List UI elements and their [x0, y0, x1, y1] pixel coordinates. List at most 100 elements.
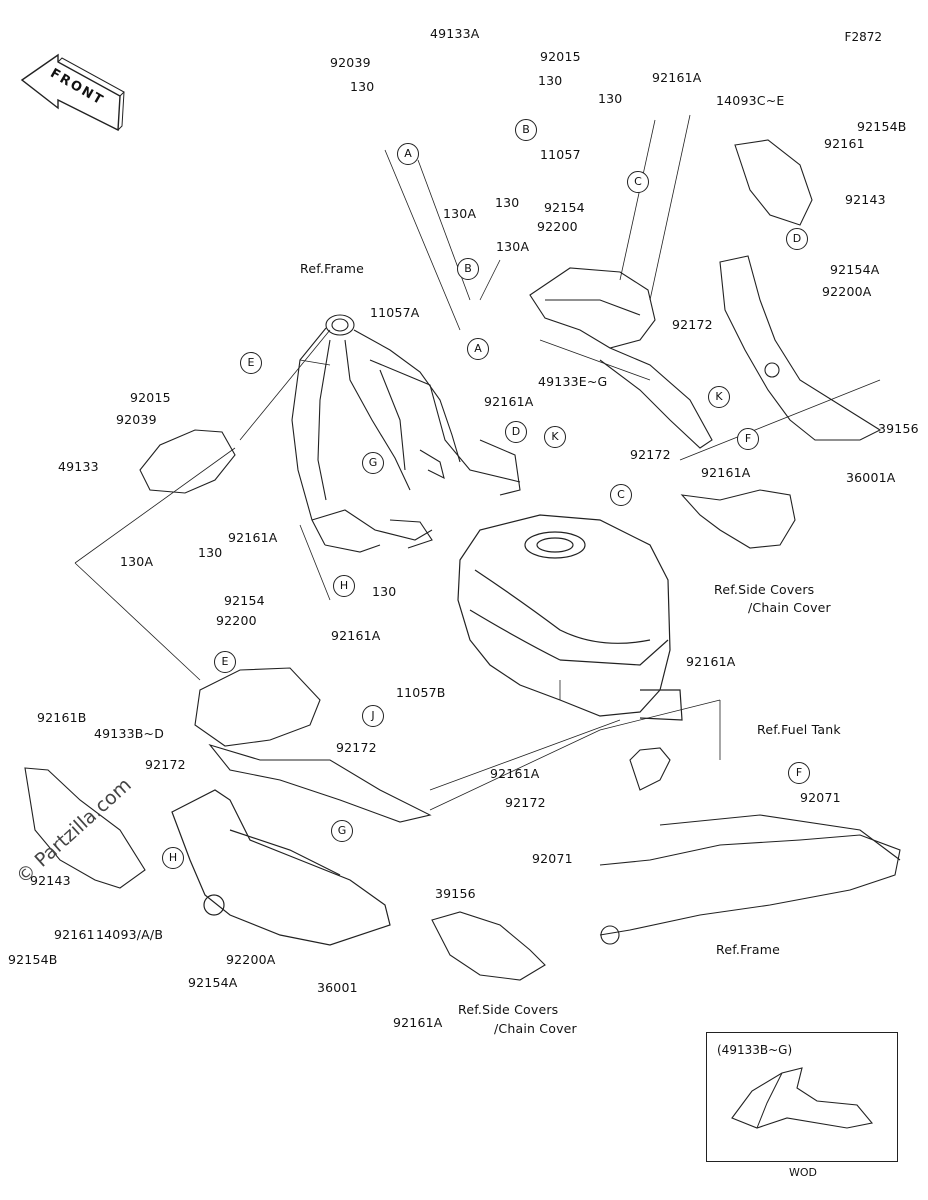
upper-cover-drawing	[529, 267, 713, 449]
part-label: 92154	[224, 593, 265, 608]
part-label: Ref.Side Covers	[714, 582, 815, 597]
callout-letter: F	[788, 762, 810, 784]
part-label: 14093/A/B	[96, 927, 164, 942]
callout-letter: K	[708, 386, 730, 408]
inset-title: (49133B~G)	[717, 1043, 793, 1057]
part-label: 130	[350, 79, 375, 94]
part-label: 92161A	[701, 465, 751, 480]
callout-letter: D	[505, 421, 527, 443]
lower-cowl-drawing	[171, 789, 391, 946]
side-cover-ref-lower-drawing	[431, 911, 546, 981]
part-label: 92172	[630, 447, 671, 462]
part-label: 130	[495, 195, 520, 210]
part-label: 92161B	[37, 710, 87, 725]
part-label: 92161A	[331, 628, 381, 643]
callout-letter: B	[515, 119, 537, 141]
part-label: 11057A	[370, 305, 420, 320]
part-label: 92200	[216, 613, 257, 628]
part-label: 92200A	[226, 952, 276, 967]
part-label: 92071	[532, 851, 573, 866]
part-label: 49133E~G	[538, 374, 608, 389]
part-label: 92172	[336, 740, 377, 755]
part-label: 92161A	[490, 766, 540, 781]
side-piece-upper-drawing	[734, 139, 813, 226]
part-label: /Chain Cover	[494, 1021, 577, 1036]
part-label: 11057B	[396, 685, 446, 700]
callout-letter: C	[627, 171, 649, 193]
callout-letter: F	[737, 428, 759, 450]
part-label: 92200	[537, 219, 578, 234]
side-cover-ref-upper-drawing	[680, 489, 796, 549]
part-label: 11057	[540, 147, 581, 162]
part-label: Ref.Frame	[300, 261, 365, 276]
part-label: 92154B	[8, 952, 58, 967]
callout-letter: A	[397, 143, 419, 165]
part-label: 92161	[54, 927, 95, 942]
rear-frame-drawing	[599, 747, 901, 945]
part-label: 92172	[505, 795, 546, 810]
callout-letter: D	[786, 228, 808, 250]
callout-letter: E	[240, 352, 262, 374]
part-label: 130A	[120, 554, 154, 569]
part-label: 92039	[330, 55, 371, 70]
part-label: 92154A	[830, 262, 880, 277]
front-arrow-icon	[20, 53, 121, 132]
callout-letter: J	[362, 705, 384, 727]
callout-letter: G	[362, 452, 384, 474]
side-piece-lower-drawing	[24, 767, 146, 889]
part-label: 92071	[800, 790, 841, 805]
callout-letter: A	[467, 338, 489, 360]
part-label: 36001	[317, 980, 358, 995]
part-label: 130A	[496, 239, 530, 254]
part-label: 92143	[845, 192, 886, 207]
part-label: 130	[372, 584, 397, 599]
part-label: 39156	[878, 421, 919, 436]
callout-letter: B	[457, 258, 479, 280]
part-label: Ref.Frame	[716, 942, 781, 957]
part-label: 92015	[130, 390, 171, 405]
frame-upper-drawing	[291, 314, 521, 553]
part-label: 92161	[824, 136, 865, 151]
part-label: 39156	[435, 886, 476, 901]
inset-box: (49133B~G)	[706, 1032, 898, 1162]
part-label: 130	[198, 545, 223, 560]
part-label: /Chain Cover	[748, 600, 831, 615]
part-label: 92161A	[686, 654, 736, 669]
part-label: 92200A	[822, 284, 872, 299]
part-label: 36001A	[846, 470, 896, 485]
callout-letter: H	[333, 575, 355, 597]
part-label: 49133	[58, 459, 99, 474]
callout-letter: C	[610, 484, 632, 506]
part-label: 130A	[443, 206, 477, 221]
inset-code: WOD	[789, 1166, 818, 1179]
cover-49133b-drawing	[194, 667, 432, 823]
part-label: 92172	[145, 757, 186, 772]
part-label: 92154A	[188, 975, 238, 990]
part-label: Ref.Side Covers	[458, 1002, 559, 1017]
part-label: 92161A	[484, 394, 534, 409]
part-label: 130	[538, 73, 563, 88]
callout-letter: G	[331, 820, 353, 842]
callout-letter: K	[544, 426, 566, 448]
part-label: 49133A	[430, 26, 480, 41]
part-label: 92161A	[228, 530, 278, 545]
part-label: 92039	[116, 412, 157, 427]
callout-letter: E	[214, 651, 236, 673]
figure-code: F2872	[844, 30, 882, 44]
part-label: 92161A	[393, 1015, 443, 1030]
left-upper-cover-drawing	[139, 429, 236, 494]
inner-panel-right-drawing	[719, 255, 882, 441]
part-label: 92015	[540, 49, 581, 64]
part-label: 92172	[672, 317, 713, 332]
inset-drawing	[731, 1067, 874, 1129]
fuel-tank-drawing	[457, 514, 683, 721]
part-label: 14093C~E	[716, 93, 785, 108]
part-label: 92161A	[652, 70, 702, 85]
part-label: Ref.Fuel Tank	[757, 722, 841, 737]
part-label: 92154B	[857, 119, 907, 134]
part-label: 92143	[30, 873, 71, 888]
part-label: 92154	[544, 200, 585, 215]
part-label: 49133B~D	[94, 726, 165, 741]
